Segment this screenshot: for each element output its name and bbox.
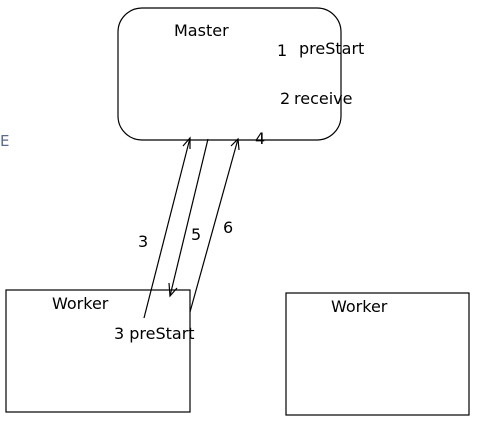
- arrow-line-6: [189, 138, 239, 313]
- master-title: Master: [174, 21, 229, 40]
- arrow-label-3: 3: [138, 232, 149, 251]
- arrow-head-6: [230, 137, 240, 151]
- arrow-line-5: [169, 138, 209, 297]
- arrow-label-6: 6: [223, 218, 234, 237]
- arrow-label-4: 4: [255, 129, 266, 148]
- worker-left-note: 3 preStart: [114, 324, 195, 343]
- master-step-1-number: 1: [277, 41, 288, 60]
- worker-box-right: [285, 292, 470, 416]
- edge-glyph: E: [0, 132, 10, 150]
- arrow-head-3: [182, 136, 191, 149]
- arrow-label-5: 5: [191, 225, 202, 244]
- master-step-2-number: 2: [280, 89, 291, 108]
- worker-box-left: [5, 289, 191, 413]
- master-step-2-text: receive: [294, 89, 353, 108]
- worker-left-title: Worker: [52, 294, 109, 313]
- arrow-line-3: [143, 137, 191, 319]
- worker-right-title: Worker: [331, 297, 388, 316]
- arrow-head-5: [168, 282, 178, 298]
- master-box: [117, 7, 342, 141]
- master-step-1-text: preStart: [299, 39, 365, 58]
